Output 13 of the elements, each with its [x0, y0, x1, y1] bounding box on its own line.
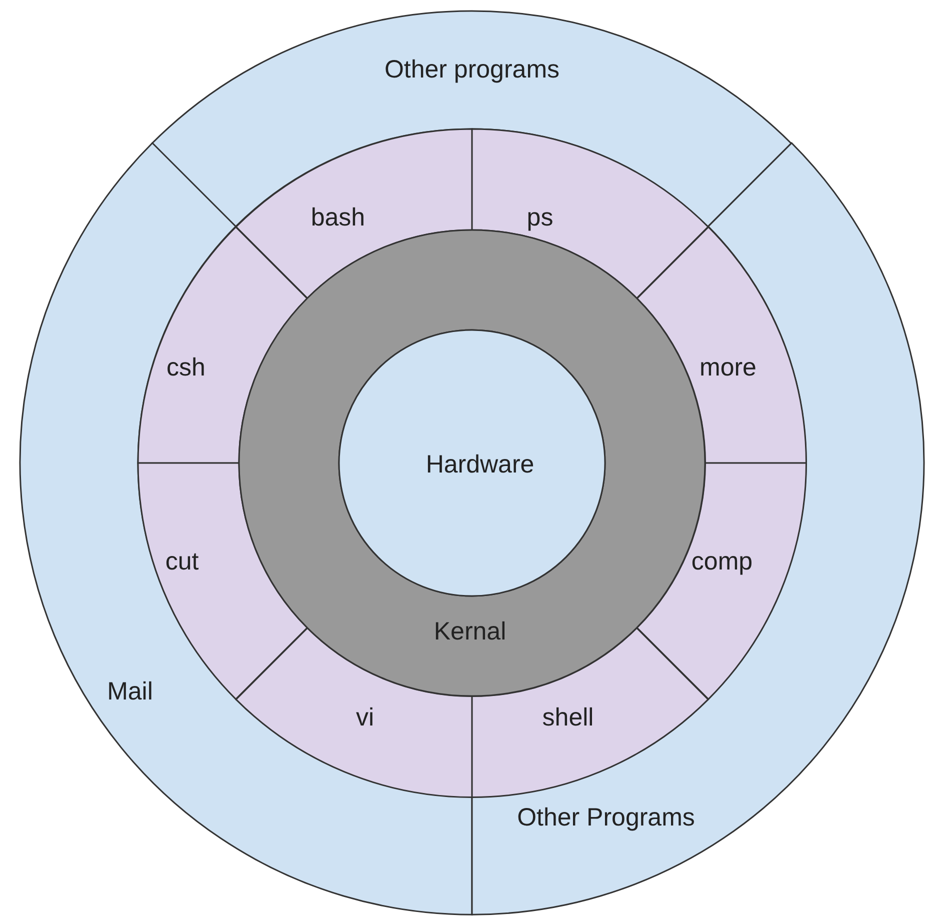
segment-label: more — [700, 353, 756, 382]
segment-label: csh — [166, 353, 206, 382]
segment-label: shell — [542, 703, 594, 732]
segment-label: Other programs — [384, 56, 560, 84]
segment-label: cut — [165, 548, 199, 576]
segment-label: Mail — [107, 677, 153, 706]
segment-label: Hardware — [426, 450, 534, 480]
segment-label: Other Programs — [517, 803, 695, 832]
segment-label: comp — [691, 548, 753, 576]
segment-label: bash — [310, 204, 366, 232]
segment-label: Kernal — [434, 618, 506, 646]
segment-label: vi — [356, 703, 374, 732]
segment-label: ps — [526, 204, 554, 232]
